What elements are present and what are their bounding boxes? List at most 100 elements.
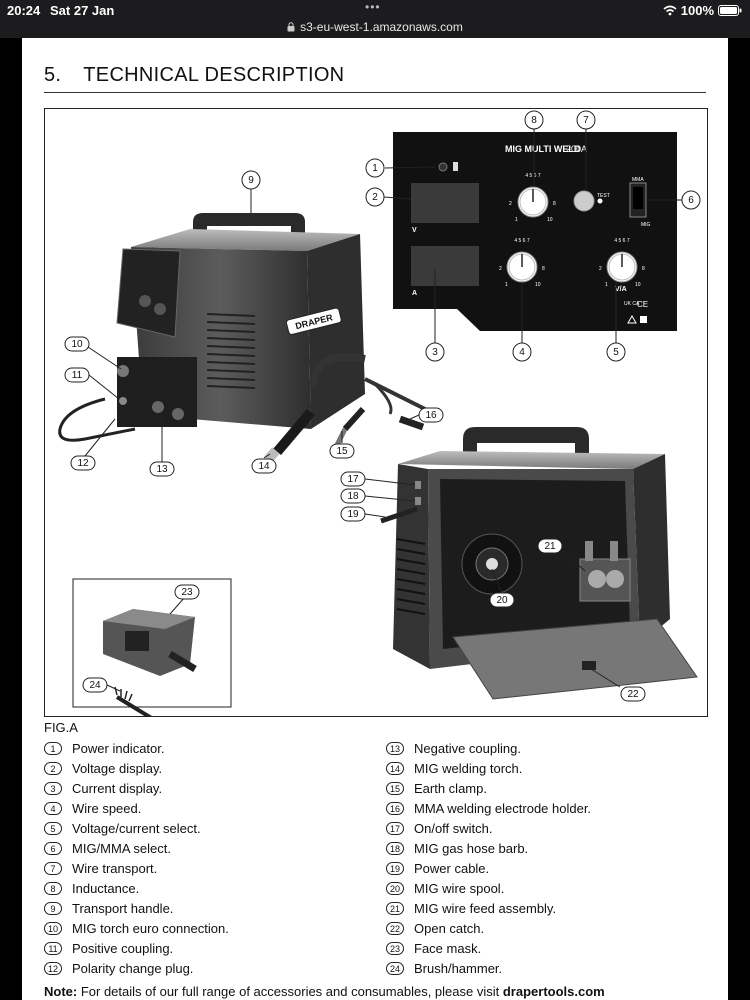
thermal-icon [453, 162, 458, 171]
callout-6: 6 [688, 195, 694, 206]
figure-a: MIG MULTI WELD 200A V A 4 5 6 7 2 8 [44, 108, 708, 717]
legend-number: 14 [386, 761, 404, 775]
legend-number: 16 [386, 801, 404, 815]
legend-number: 20 [386, 881, 404, 895]
legend-text: Inductance. [72, 880, 140, 896]
note-link[interactable]: drapertools.com [502, 984, 605, 999]
legend-text: Power cable. [414, 860, 490, 876]
callout-19: 19 [347, 509, 359, 520]
ukca-mark: UK CA [624, 301, 640, 307]
mma-label: MMA [632, 177, 644, 183]
panel-model: MIG MULTI WELD [505, 144, 581, 154]
wire-transport-button[interactable] [573, 190, 595, 212]
mig-label: MIG [641, 222, 651, 228]
welder-unit: DRAPER [58, 213, 426, 463]
svg-text:4 5 6 7: 4 5 6 7 [614, 238, 630, 244]
callout-11: 11 [72, 370, 83, 381]
svg-text:1: 1 [605, 282, 608, 288]
accessory-inset [72, 578, 232, 716]
legend-text: Earth clamp. [414, 780, 487, 796]
note-text: For details of our full range of accesso… [80, 984, 500, 999]
legend-item: 1 Power indicator. [44, 738, 229, 758]
legend-number: 11 [44, 941, 62, 955]
side-door [452, 618, 698, 700]
battery-percent: 100% [680, 3, 714, 18]
figure-label: FIG.A [44, 720, 78, 735]
display-a-label: A [412, 290, 417, 297]
legend-text: Current display. [72, 780, 163, 796]
legend-number: 1 [44, 741, 62, 755]
wifi-icon [663, 5, 677, 16]
legend-number: 3 [44, 781, 62, 795]
svg-text:2: 2 [499, 266, 502, 272]
legend-text: Wire speed. [72, 800, 142, 816]
display-v-label: V [412, 227, 417, 234]
legend-number: 18 [386, 841, 404, 855]
callout-21: 21 [544, 541, 556, 552]
status-right: 100% [663, 3, 742, 18]
legend-text: MIG torch euro connection. [72, 920, 229, 936]
legend-number: 21 [386, 901, 404, 915]
callout-7: 7 [583, 115, 589, 126]
transport-handle-rear [463, 427, 589, 464]
lock-icon [287, 22, 295, 32]
legend-number: 4 [44, 801, 62, 815]
legend-item: 20 MIG wire spool. [386, 878, 591, 898]
callout-14: 14 [258, 461, 270, 472]
battery-icon [718, 5, 742, 16]
legend-text: MIG/MMA select. [72, 840, 171, 856]
legend-number: 19 [386, 861, 404, 875]
tab-overview-dots[interactable]: ••• [365, 0, 381, 14]
callout-24: 24 [89, 680, 101, 691]
legend-number: 13 [386, 741, 404, 755]
svg-text:4 5 6 7: 4 5 6 7 [514, 238, 530, 244]
open-catch [582, 661, 596, 670]
note-label: Note: [44, 984, 78, 999]
svg-text:1: 1 [515, 217, 518, 223]
welder-open-view [380, 427, 698, 700]
legend-text: Voltage/current select. [72, 820, 201, 836]
legend-text: MIG wire spool. [414, 880, 505, 896]
legend-number: 7 [44, 861, 62, 875]
ce-mark: CE [637, 300, 648, 309]
legend-item: 21 MIG wire feed assembly. [386, 898, 591, 918]
wire-speed-dial[interactable]: 4 5 6 7 2 8 1 10 [499, 238, 545, 288]
svg-text:2: 2 [599, 266, 602, 272]
power-indicator-lamp [438, 162, 448, 172]
legend-item: 19 Power cable. [386, 858, 591, 878]
callout-1: 1 [372, 163, 378, 174]
inductance-dial[interactable]: 4 5 6 7 2 8 1 10 [509, 173, 556, 223]
current-display [411, 246, 479, 286]
svg-text:1: 1 [505, 282, 508, 288]
callout-22: 22 [627, 689, 639, 700]
legend-text: Transport handle. [72, 900, 174, 916]
legend-text: Brush/hammer. [414, 960, 503, 976]
legend-text: Power indicator. [72, 740, 165, 756]
legend-text: MIG gas hose barb. [414, 840, 529, 856]
address-bar[interactable]: s3-eu-west-1.amazonaws.com [0, 20, 750, 38]
callout-17: 17 [347, 474, 359, 485]
legend-item: 16 MMA welding electrode holder. [386, 798, 591, 818]
callout-15: 15 [336, 446, 348, 457]
heading-title: TECHNICAL DESCRIPTION [83, 64, 345, 86]
voltage-current-dial[interactable]: 4 5 6 7 2 8 1 10 [599, 238, 645, 288]
va-label: V/A [615, 286, 627, 293]
legend-text: MIG wire feed assembly. [414, 900, 557, 916]
svg-text:8: 8 [642, 266, 645, 272]
svg-text:8: 8 [553, 201, 556, 207]
document-page: 5.TECHNICAL DESCRIPTION MIG MULTI WELD 2… [22, 38, 728, 1000]
legend-text: MMA welding electrode holder. [414, 800, 592, 816]
svg-text:10: 10 [635, 282, 641, 288]
legend-item: 6 MIG/MMA select. [44, 838, 229, 858]
legend-number: 6 [44, 841, 62, 855]
